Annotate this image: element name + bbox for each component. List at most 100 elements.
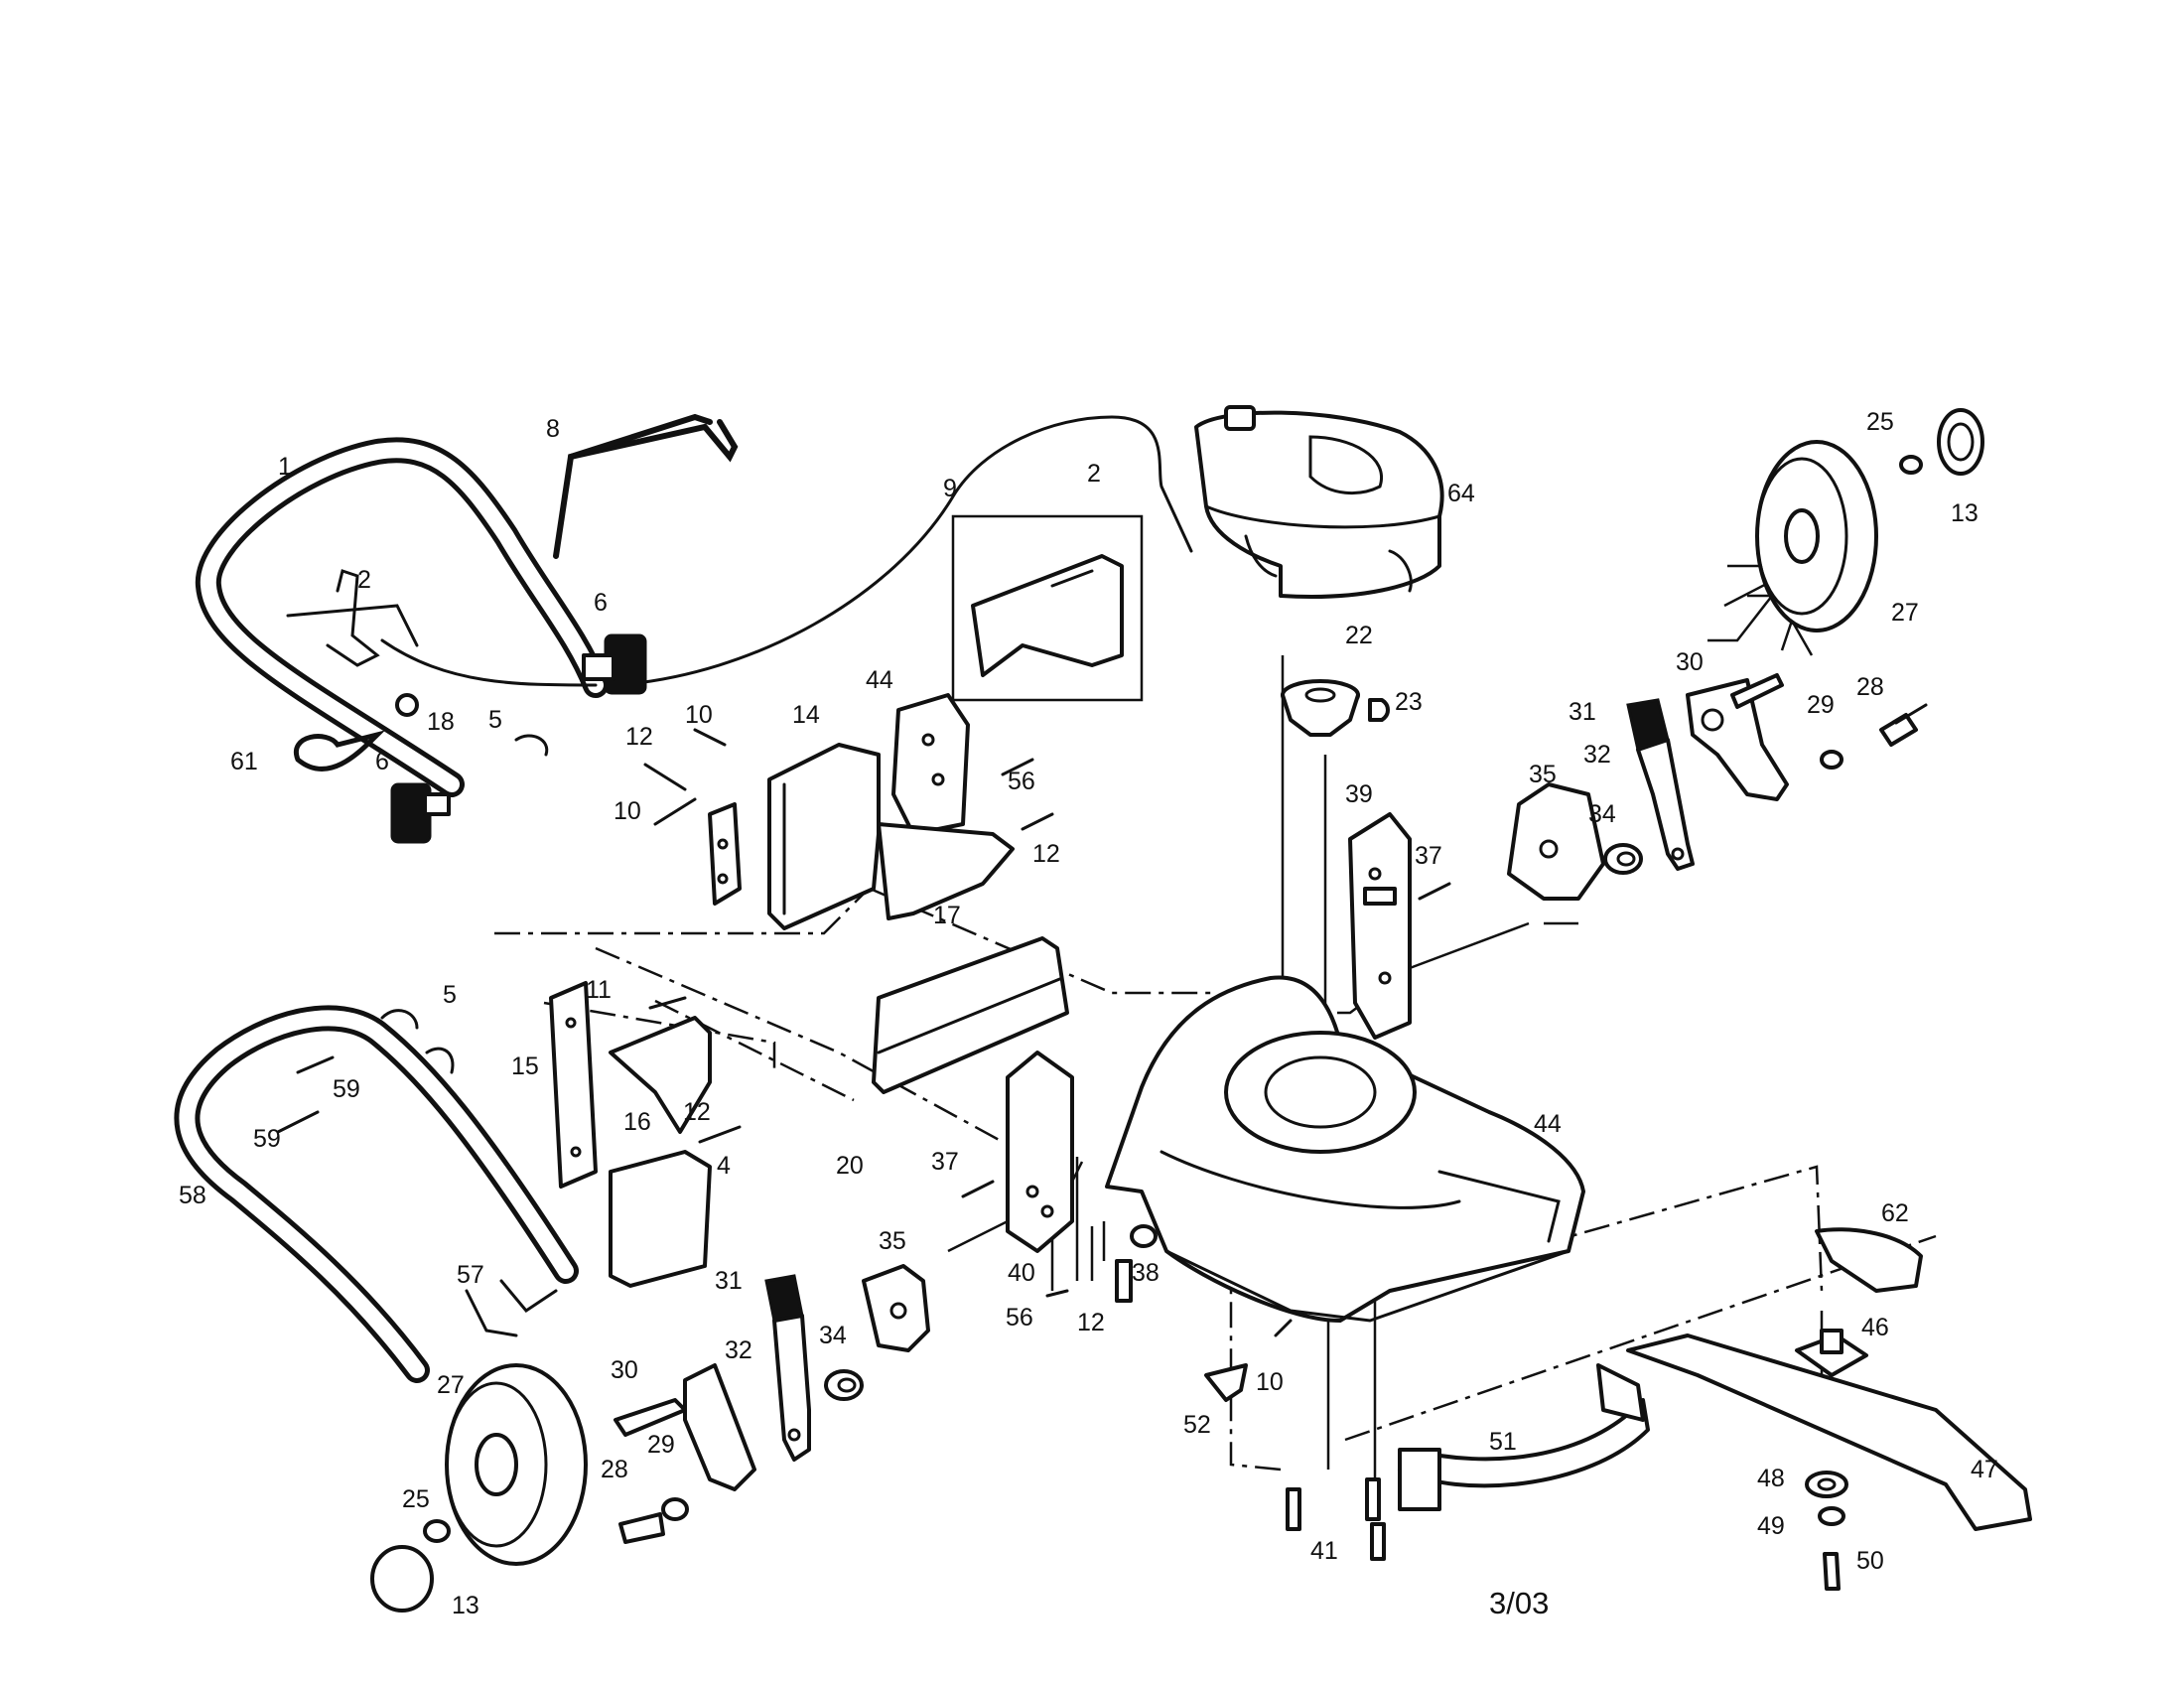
- callout-30-rear: 30: [1676, 648, 1704, 676]
- rear-door-bracket: [767, 743, 881, 930]
- cable-tie: [293, 730, 386, 772]
- callout-10-top: 10: [685, 701, 713, 729]
- rear-height-adjuster-bracket: [1348, 812, 1412, 1040]
- axle-bolt-front: [618, 1512, 665, 1544]
- control-bar: [553, 413, 739, 559]
- lock-washer: [1818, 1506, 1845, 1526]
- callout-48: 48: [1757, 1465, 1785, 1492]
- blade-bolt: [1823, 1552, 1841, 1591]
- callout-37-front: 37: [931, 1148, 959, 1176]
- wing-nut: [395, 693, 419, 717]
- callout-23: 23: [1395, 688, 1423, 716]
- callout-11: 11: [586, 976, 612, 1004]
- washer-front-axle: [661, 1497, 689, 1521]
- callout-29-rear: 29: [1807, 691, 1835, 719]
- callout-52: 52: [1183, 1411, 1211, 1439]
- mower-deck: [1105, 975, 1585, 1323]
- callout-17: 17: [933, 902, 961, 929]
- callout-49: 49: [1757, 1512, 1785, 1540]
- callout-50: 50: [1856, 1547, 1884, 1575]
- washer-rear: [1899, 455, 1923, 475]
- handle-knob-upper: [582, 633, 647, 695]
- spacer-rear: [1603, 843, 1643, 875]
- callout-64: 64: [1447, 480, 1475, 507]
- handle-knob-lower: [390, 782, 451, 844]
- callout-35-front: 35: [879, 1227, 906, 1255]
- screws: [276, 728, 1451, 1561]
- callout-39: 39: [1345, 780, 1373, 808]
- callout-labels: 1 2 2 4 5 5 6 6 8 9 10 10 10 11 12 12 12…: [179, 408, 1998, 1619]
- callout-25-rear: 25: [1866, 408, 1894, 436]
- callout-31-front: 31: [715, 1267, 743, 1295]
- wheel-axle-rear: [1686, 673, 1789, 801]
- callout-59-right: 59: [333, 1075, 360, 1103]
- spring-clips-lower: [380, 1009, 455, 1074]
- callout-2-upper: 2: [1087, 460, 1101, 488]
- chute-deflector: [877, 822, 1015, 920]
- callout-37-rear: 37: [1415, 842, 1442, 870]
- callout-51: 51: [1489, 1428, 1517, 1456]
- callout-9: 9: [943, 475, 957, 502]
- date-code: 3/03: [1489, 1586, 1549, 1620]
- front-height-adjuster-bracket: [1006, 1051, 1074, 1253]
- callout-28-front: 28: [601, 1456, 628, 1483]
- callout-58: 58: [179, 1182, 206, 1209]
- height-lever-rear: [1626, 698, 1695, 871]
- callout-32-rear: 32: [1583, 741, 1611, 769]
- plate-bracket: [891, 693, 970, 836]
- callout-40: 40: [1008, 1259, 1035, 1287]
- axle-bolt-rear: [1879, 703, 1928, 747]
- callout-12-lower: 12: [683, 1098, 711, 1126]
- washer-front: [423, 1519, 451, 1543]
- callout-27-front: 27: [437, 1371, 465, 1399]
- callout-32-front: 32: [725, 1336, 752, 1364]
- rear-flap: [872, 936, 1069, 1094]
- grass-guard: [1398, 1363, 1650, 1511]
- callout-35-rear: 35: [1529, 761, 1557, 788]
- callout-14: 14: [792, 701, 820, 729]
- front-wheel: [445, 1363, 588, 1566]
- callout-10-deck: 10: [1256, 1368, 1284, 1396]
- washer-rear-axle: [1820, 750, 1843, 770]
- hinge-bracket: [708, 802, 742, 906]
- adjuster-plate-rear: [1507, 782, 1605, 901]
- callout-10-left: 10: [614, 797, 641, 825]
- cable-clip: [326, 569, 380, 667]
- hinge-plate-right: [609, 1016, 712, 1134]
- mulch-plug: [1204, 1363, 1248, 1402]
- control-bracket-box: [951, 514, 1144, 702]
- callout-6-upper: 6: [594, 589, 608, 617]
- hubcap-front: [370, 1545, 434, 1613]
- callout-27-rear: 27: [1891, 599, 1919, 627]
- callout-34-front: 34: [819, 1322, 847, 1349]
- drive-pulley: [1281, 679, 1360, 737]
- callout-20: 20: [836, 1152, 864, 1180]
- blade: [1626, 1333, 2032, 1531]
- blade-adapter: [1795, 1329, 1868, 1377]
- callout-12-deck: 12: [1077, 1309, 1105, 1336]
- callout-25-front: 25: [402, 1485, 430, 1513]
- callout-13-front: 13: [452, 1592, 479, 1619]
- key: [1368, 698, 1390, 722]
- hinge-plate: [549, 981, 598, 1189]
- hubcap-rear: [1937, 408, 1984, 476]
- callout-62: 62: [1881, 1199, 1909, 1227]
- callout-41: 41: [1310, 1537, 1338, 1565]
- upper-handle: [195, 437, 609, 797]
- callout-18: 18: [427, 708, 455, 736]
- lower-handle: [174, 1005, 579, 1383]
- spring-clip-upper: [514, 734, 549, 757]
- callout-6-lower: 6: [375, 748, 389, 775]
- callout-12-right: 12: [1032, 840, 1060, 868]
- spacer-front: [824, 1369, 864, 1401]
- callout-34-rear: 34: [1588, 800, 1616, 828]
- callout-56-lower: 56: [1006, 1304, 1033, 1332]
- callout-30-front: 30: [611, 1356, 638, 1384]
- height-lever-front: [764, 1274, 811, 1462]
- engine: [1194, 405, 1444, 599]
- callout-15: 15: [511, 1052, 539, 1080]
- blade-washer: [1805, 1471, 1848, 1498]
- callout-46: 46: [1861, 1314, 1889, 1341]
- baffle: [1815, 1227, 1923, 1293]
